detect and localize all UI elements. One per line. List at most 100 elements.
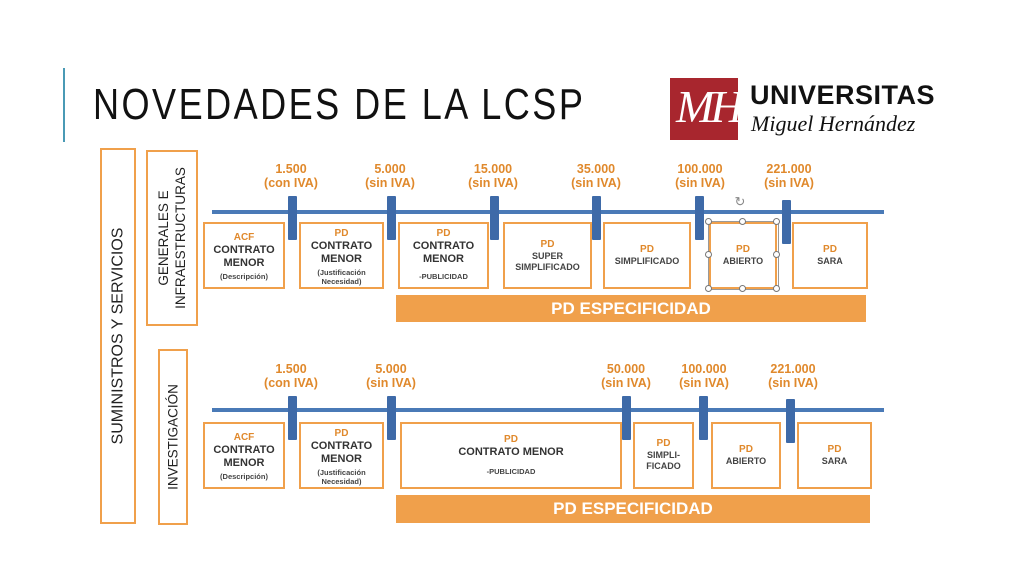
procedure-tag: PD xyxy=(736,244,750,255)
bottom-threshold-3: 50.000 (sin IVA) xyxy=(581,362,671,390)
university-logo: MH UNIVERSITAS Miguel Hernández xyxy=(670,78,936,140)
threshold-iva: (sin IVA) xyxy=(601,376,651,390)
logo-mark-text: MH xyxy=(676,81,744,132)
threshold-iva: (sin IVA) xyxy=(468,176,518,190)
top-threshold-tick-6 xyxy=(782,200,791,244)
top-procedure-7: PD SARA xyxy=(792,222,868,289)
bottom-timeline xyxy=(212,408,884,412)
procedure-name: CONTRATO xyxy=(213,244,275,256)
procedure-tag: PD xyxy=(540,239,555,250)
procedure-name-2: MENOR xyxy=(321,453,362,465)
procedure-name-2: MENOR xyxy=(223,257,265,269)
procedure-name: ABIERTO xyxy=(725,456,767,466)
procedure-note: (Descripción) xyxy=(220,272,268,281)
top-timeline xyxy=(212,210,884,214)
selection-handle[interactable] xyxy=(773,285,780,292)
procedure-tag: PD xyxy=(739,444,753,455)
logo-line-1: UNIVERSITAS xyxy=(750,80,936,110)
procedure-name: CONTRATO MENOR xyxy=(458,446,564,458)
selection-handle[interactable] xyxy=(705,218,712,225)
procedure-tag: PD xyxy=(656,438,671,449)
top-category-label-line-2: INFRAESTRUCTURAS xyxy=(173,167,188,309)
top-threshold-tick-5 xyxy=(695,196,704,240)
top-category-label: GENERALES E INFRAESTRUCTURAS xyxy=(155,167,189,309)
selection-handle[interactable] xyxy=(705,251,712,258)
bottom-threshold-4: 100.000 (sin IVA) xyxy=(659,362,749,390)
procedure-tag: PD xyxy=(334,228,349,239)
selection-handle[interactable] xyxy=(705,285,712,292)
top-category-box: GENERALES E INFRAESTRUCTURAS xyxy=(146,150,198,326)
procedure-note-2: Necesidad) xyxy=(321,277,362,286)
selection-handle[interactable] xyxy=(739,218,746,225)
procedure-tag: PD xyxy=(436,228,451,239)
top-category-label-line-1: GENERALES E xyxy=(156,190,171,286)
top-procedure-5: PD SIMPLIFICADO xyxy=(603,222,691,289)
selection-frame xyxy=(708,221,779,290)
selection-handle[interactable] xyxy=(773,251,780,258)
procedure-name: SUPER xyxy=(531,251,563,261)
procedure-name: SIMPLIFICADO xyxy=(614,256,680,266)
bottom-threshold-tick-4 xyxy=(699,396,708,440)
bottom-procedure-2: PD CONTRATO MENOR (Justificación Necesid… xyxy=(299,422,384,489)
threshold-iva: (sin IVA) xyxy=(764,176,814,190)
threshold-iva: (con IVA) xyxy=(264,376,318,390)
procedure-tag: PD xyxy=(823,244,837,255)
top-threshold-tick-1 xyxy=(288,196,297,240)
top-threshold-tick-2 xyxy=(387,196,396,240)
top-procedure-1: ACF CONTRATO MENOR (Descripción) xyxy=(203,222,285,289)
threshold-amount: 15.000 xyxy=(473,162,513,176)
procedure-name: SARA xyxy=(817,256,843,266)
top-specificity-band: PD ESPECIFICIDAD xyxy=(396,295,866,322)
bottom-procedure-6: PD SARA xyxy=(797,422,872,489)
slide-title: NOVEDADES DE LA LCSP xyxy=(93,80,586,129)
threshold-iva: (sin IVA) xyxy=(679,376,729,390)
bottom-threshold-tick-3 xyxy=(622,396,631,440)
procedure-note: (Justificación xyxy=(317,468,366,477)
selection-handle[interactable] xyxy=(739,285,746,292)
threshold-iva: (sin IVA) xyxy=(365,176,415,190)
title-accent-bar xyxy=(63,68,65,142)
bottom-specificity-band: PD ESPECIFICIDAD xyxy=(396,495,870,523)
top-threshold-1: 1.500 (con IVA) xyxy=(246,162,336,190)
bottom-category-label: INVESTIGACIÓN xyxy=(165,384,181,490)
threshold-iva: (sin IVA) xyxy=(571,176,621,190)
bottom-threshold-tick-2 xyxy=(387,396,396,440)
top-threshold-6: 221.000 (sin IVA) xyxy=(744,162,834,190)
top-threshold-tick-3 xyxy=(490,196,499,240)
threshold-iva: (con IVA) xyxy=(264,176,318,190)
threshold-amount: 1.500 xyxy=(275,362,307,376)
threshold-amount: 1.500 xyxy=(275,162,307,176)
procedure-name: CONTRATO xyxy=(310,240,373,252)
bottom-category-box: INVESTIGACIÓN xyxy=(158,349,188,525)
bottom-threshold-tick-5 xyxy=(786,399,795,443)
procedure-note-2: Necesidad) xyxy=(321,477,362,486)
threshold-iva: (sin IVA) xyxy=(675,176,725,190)
top-threshold-2: 5.000 (sin IVA) xyxy=(345,162,435,190)
rotate-handle-icon[interactable]: ↻ xyxy=(734,194,746,209)
procedure-tag: PD xyxy=(334,428,349,439)
selection-handle[interactable] xyxy=(773,218,780,225)
top-threshold-5: 100.000 (sin IVA) xyxy=(655,162,745,190)
procedure-name: SIMPLI- xyxy=(647,450,680,460)
procedure-name-2: MENOR xyxy=(423,253,464,265)
top-procedure-3: PD CONTRATO MENOR -PUBLICIDAD xyxy=(398,222,489,289)
bottom-procedure-3: PD CONTRATO MENOR -PUBLICIDAD xyxy=(400,422,622,489)
bottom-threshold-2: 5.000 (sin IVA) xyxy=(346,362,436,390)
procedure-name-2: FICADO xyxy=(646,461,681,471)
procedure-name: CONTRATO xyxy=(213,444,275,456)
bottom-procedure-4: PD SIMPLI- FICADO xyxy=(633,422,694,489)
top-threshold-tick-4 xyxy=(592,196,601,240)
procedure-name: CONTRATO xyxy=(412,240,475,252)
procedure-name: CONTRATO xyxy=(310,440,373,452)
top-threshold-3: 15.000 (sin IVA) xyxy=(448,162,538,190)
threshold-amount: 221.000 xyxy=(766,162,812,176)
logo-line-2: Miguel Hernández xyxy=(751,111,916,136)
top-procedure-2: PD CONTRATO MENOR (Justificación Necesid… xyxy=(299,222,384,289)
bottom-procedure-1: ACF CONTRATO MENOR (Descripción) xyxy=(203,422,285,489)
procedure-note: -PUBLICIDAD xyxy=(486,467,536,476)
threshold-amount: 100.000 xyxy=(681,362,727,376)
threshold-amount: 221.000 xyxy=(770,362,816,376)
procedure-tag: ACF xyxy=(233,432,255,443)
procedure-note: -PUBLICIDAD xyxy=(419,272,468,281)
threshold-amount: 5.000 xyxy=(375,362,407,376)
